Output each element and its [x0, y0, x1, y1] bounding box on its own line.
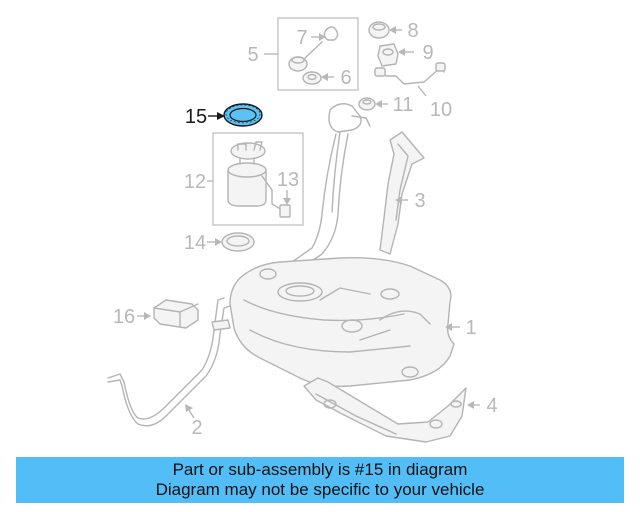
callout-2: 2	[191, 417, 202, 439]
part-4-underbody-shield[interactable]	[303, 377, 467, 443]
part-6-grommet[interactable]	[302, 71, 322, 85]
part-1-fuel-tank[interactable]	[229, 257, 455, 388]
part-10-vent-line[interactable]	[374, 62, 446, 85]
part-12-group-box	[212, 132, 304, 226]
banner-line-2: Diagram may not be specific to your vehi…	[155, 480, 485, 499]
part-14-lock-ring[interactable]	[221, 232, 255, 252]
callout-5: 5	[247, 44, 258, 66]
part-3-heat-shield[interactable]	[379, 131, 425, 255]
callout-16: 16	[113, 306, 135, 328]
part-16-control-module[interactable]	[153, 299, 199, 329]
callout-1: 1	[465, 317, 476, 339]
callout-3: 3	[414, 190, 425, 212]
part-5-plug[interactable]	[288, 41, 323, 72]
callout-8: 8	[407, 20, 418, 42]
part-11-cap[interactable]	[358, 97, 376, 111]
callout-10: 10	[430, 99, 452, 121]
banner-line-1: Part or sub-assembly is #15 in diagram	[172, 460, 468, 479]
parts-diagram: 5 7 6 8 9 10	[107, 17, 498, 443]
callout-14: 14	[184, 232, 206, 254]
part-2-tank-strap[interactable]	[107, 297, 231, 427]
callout-7: 7	[296, 27, 307, 49]
callout-12: 12	[184, 171, 206, 193]
part-15-seal-ring[interactable]	[223, 103, 263, 127]
part-13-level-sender[interactable]	[261, 175, 291, 218]
filler-neck[interactable]	[291, 103, 371, 267]
part-9-valve[interactable]	[377, 43, 399, 67]
part-7-hook[interactable]	[323, 26, 339, 41]
callout-11: 11	[393, 94, 414, 116]
callout-15: 15	[185, 106, 207, 128]
callout-9: 9	[422, 42, 433, 64]
part-8-cap[interactable]	[368, 21, 390, 39]
info-banner: Part or sub-assembly is #15 in diagram D…	[16, 457, 624, 503]
callout-4: 4	[486, 395, 497, 417]
part-12-pump-module[interactable]	[227, 141, 267, 207]
callout-13: 13	[277, 169, 299, 191]
callout-6: 6	[340, 67, 351, 89]
